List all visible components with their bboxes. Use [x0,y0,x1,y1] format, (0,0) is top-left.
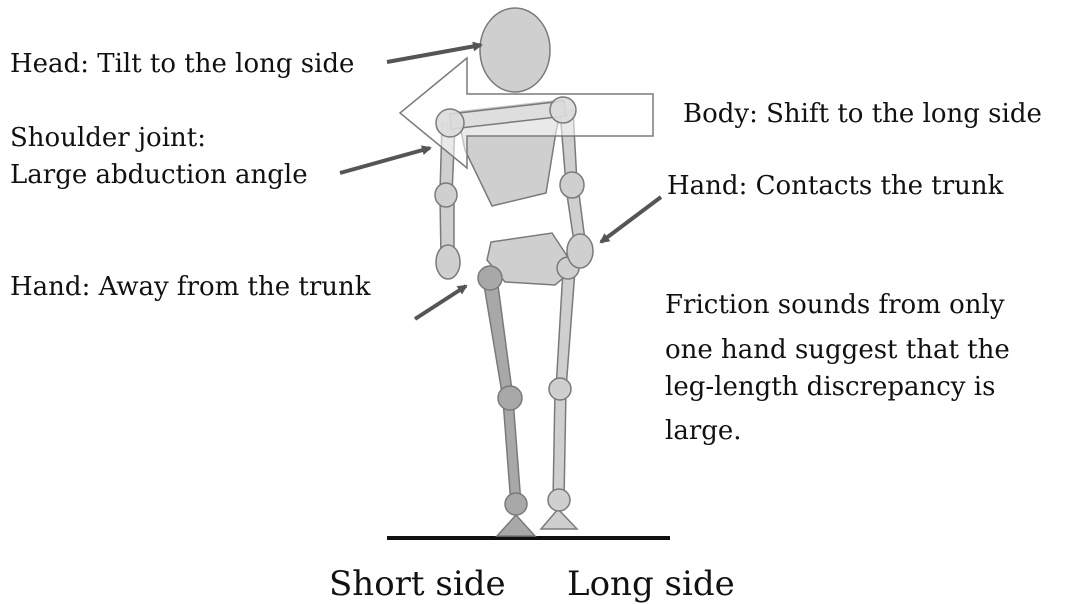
long-side-leg [548,270,575,511]
friction-line-2: one hand suggest that the [665,334,1010,366]
short-side-label: Short side [329,565,506,603]
friction-line-3: leg-length discrepancy is [665,371,995,403]
hand-away-pointer-arrow [415,286,466,319]
head-label: Head: Tilt to the long side [10,48,354,80]
shoulder-label-line2: Large abduction angle [10,159,308,191]
left-hip-joint [478,266,502,290]
hand-away-label: Hand: Away from the trunk [10,271,371,303]
right-foot [541,509,577,529]
short-side-leg [483,278,527,515]
right-shoulder-joint [550,97,576,123]
head [480,8,550,92]
shoulder-label-line1: Shoulder joint: [10,122,206,154]
shoulder-pointer-arrow [340,148,430,173]
long-side-label: Long side [567,565,735,603]
body-label: Body: Shift to the long side [683,98,1042,130]
hand-contact-label: Hand: Contacts the trunk [667,170,1003,202]
friction-line-1: Friction sounds from only [665,289,1005,321]
left-foot [497,515,535,536]
friction-line-4: large. [665,415,742,447]
left-shoulder-joint [436,109,464,137]
hand-contact-pointer-arrow [601,197,661,242]
